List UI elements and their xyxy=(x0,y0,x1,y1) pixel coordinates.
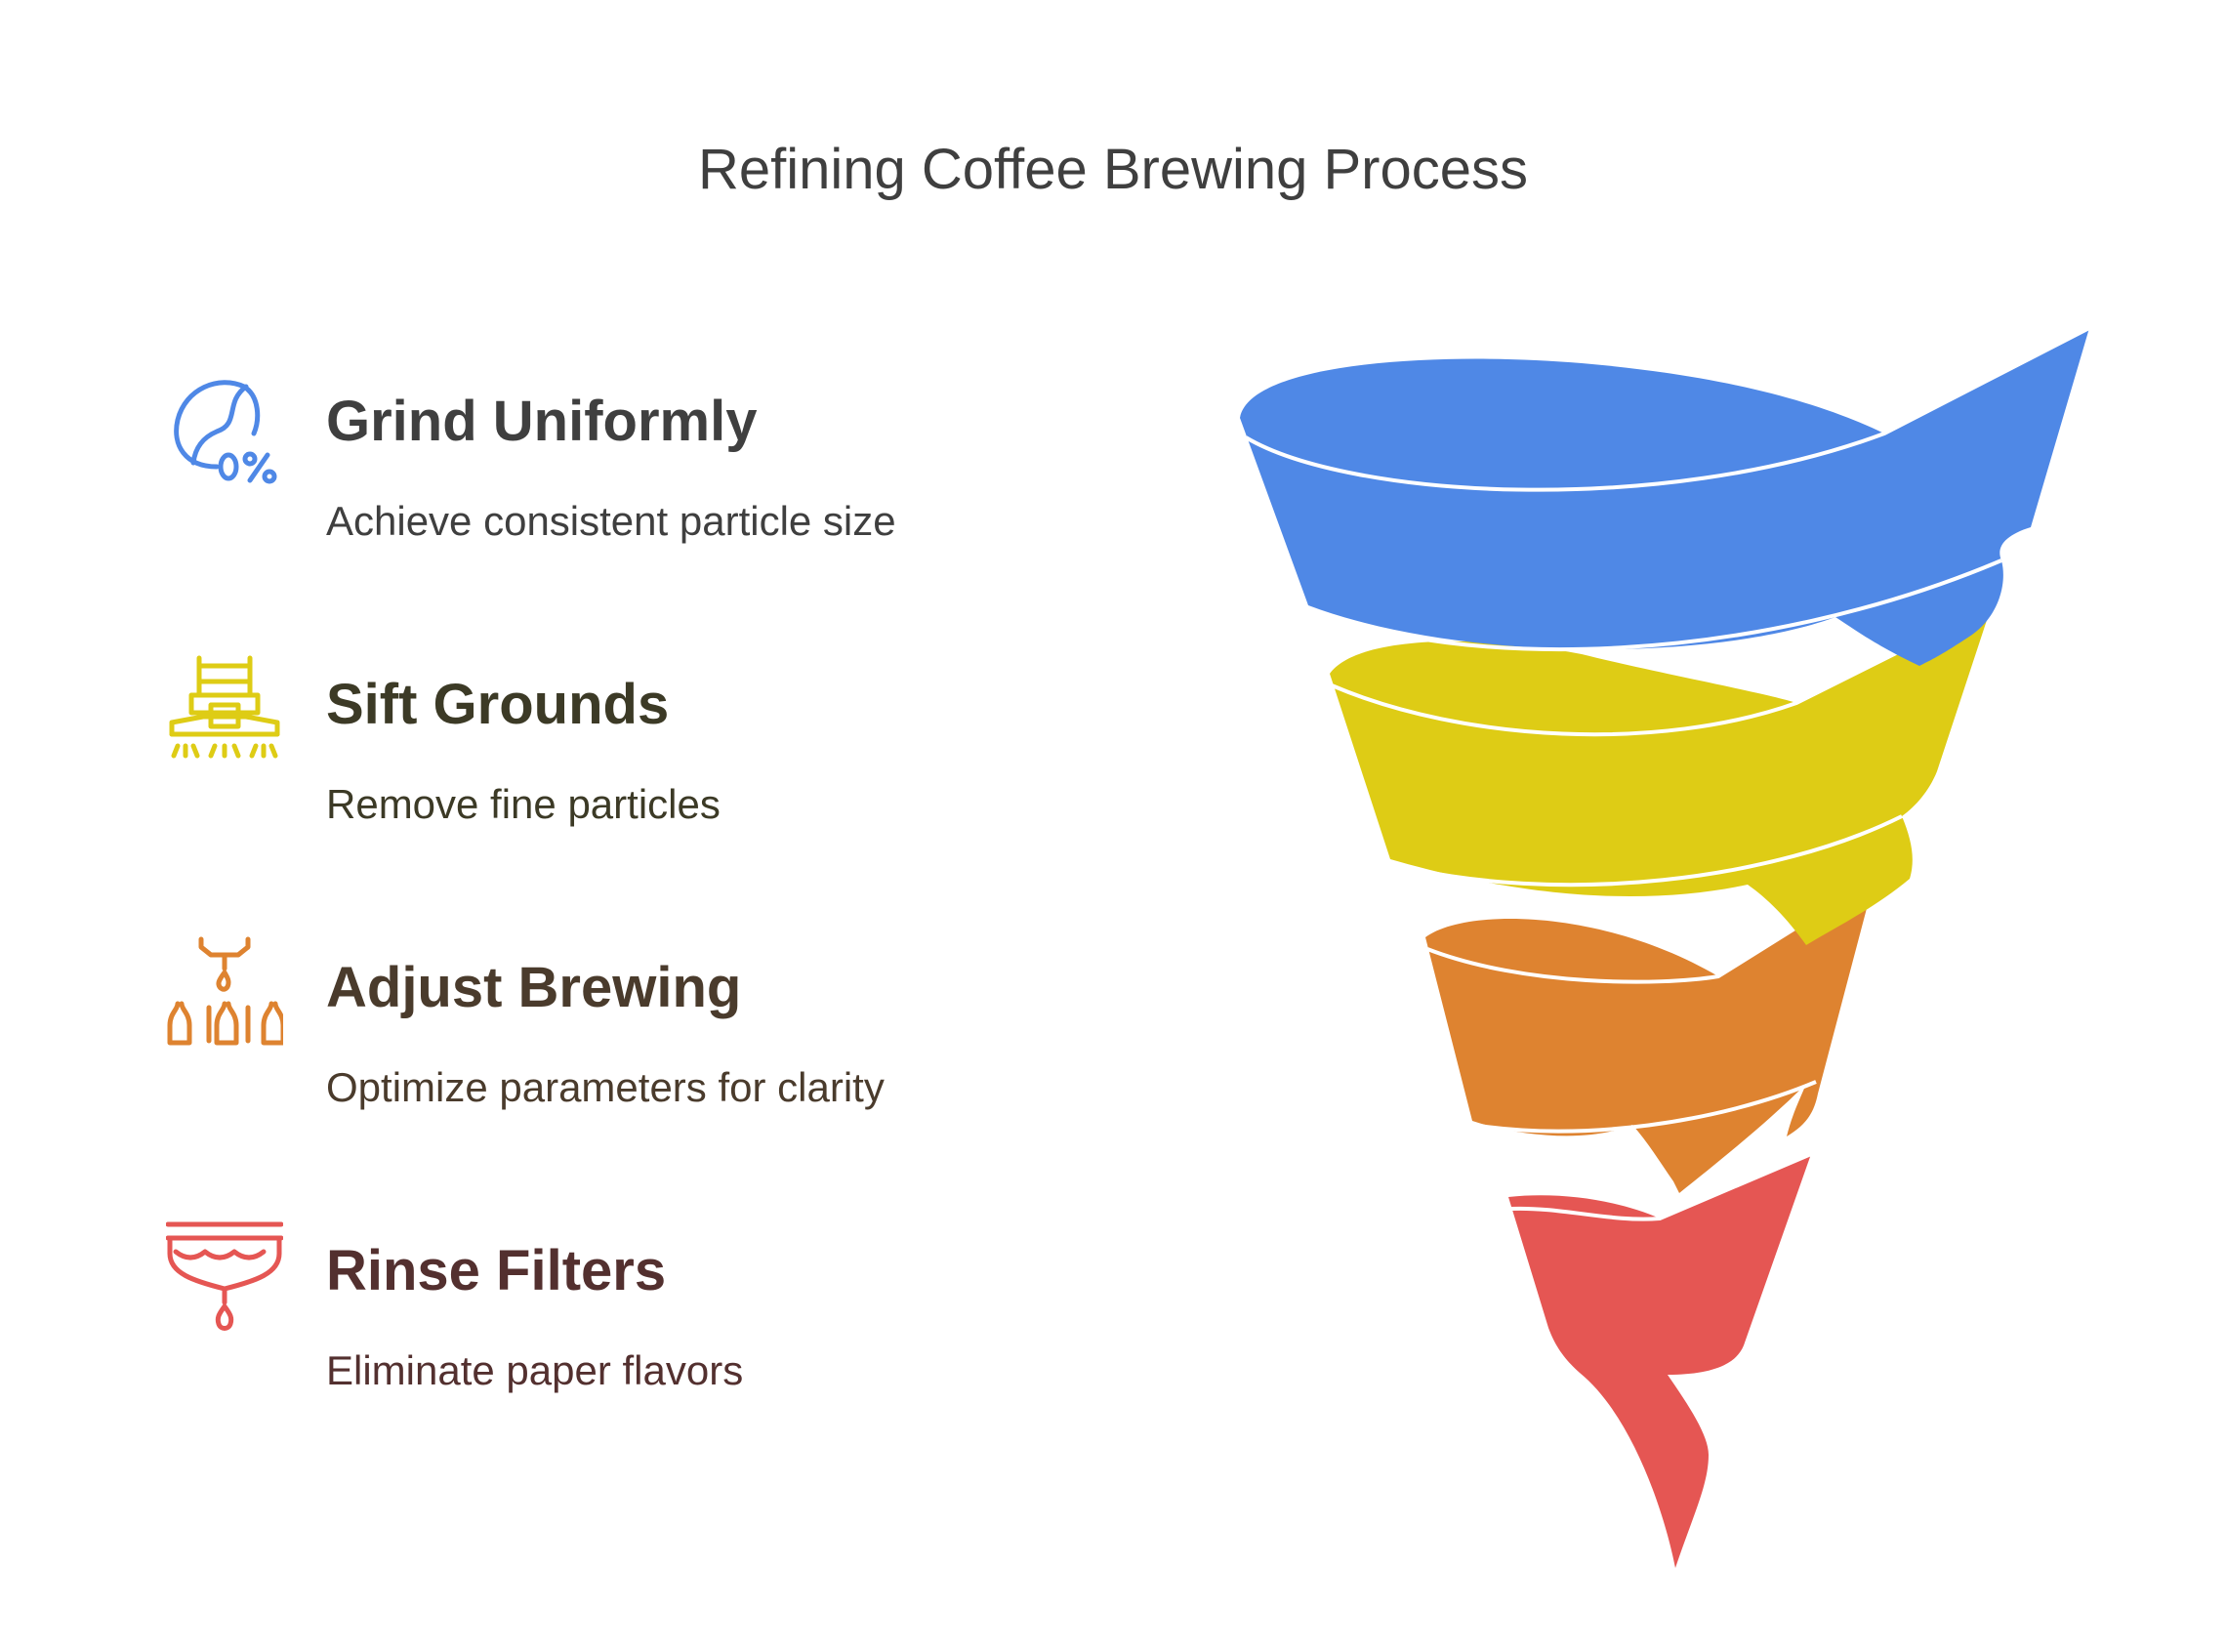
step-adjust-brewing: Adjust Brewing Optimize parameters for c… xyxy=(166,935,1142,1179)
funnel-band-rinse-filters xyxy=(1508,1152,1812,1568)
step-description: Eliminate paper flavors xyxy=(326,1347,744,1393)
step-sift-grounds: Sift Grounds Remove fine particles xyxy=(166,652,1142,896)
step-heading: Adjust Brewing xyxy=(326,956,742,1019)
filter-drip-icon xyxy=(166,1221,283,1331)
step-rinse-filters: Rinse Filters Eliminate paper flavors xyxy=(166,1218,1142,1463)
step-description: Achieve consistent particle size xyxy=(326,498,896,544)
step-heading: Rinse Filters xyxy=(326,1239,667,1302)
funnel-band-sift-grounds xyxy=(1330,603,1993,945)
diagram-title: Refining Coffee Brewing Process xyxy=(697,138,1529,201)
step-heading: Sift Grounds xyxy=(326,673,670,736)
step-description: Optimize parameters for clarity xyxy=(326,1064,885,1110)
sifter-icon xyxy=(169,655,280,759)
step-description: Remove fine particles xyxy=(326,781,721,827)
step-heading: Grind Uniformly xyxy=(326,390,758,453)
funnel-band-grind-uniformly xyxy=(1240,326,2090,666)
step-grind-uniformly: Grind Uniformly Achieve consistent parti… xyxy=(166,369,1142,613)
coffee-bean-percent-icon xyxy=(174,380,277,484)
funnel-band-adjust-brewing xyxy=(1425,877,1876,1193)
brewing-dripper-icon xyxy=(167,936,283,1046)
